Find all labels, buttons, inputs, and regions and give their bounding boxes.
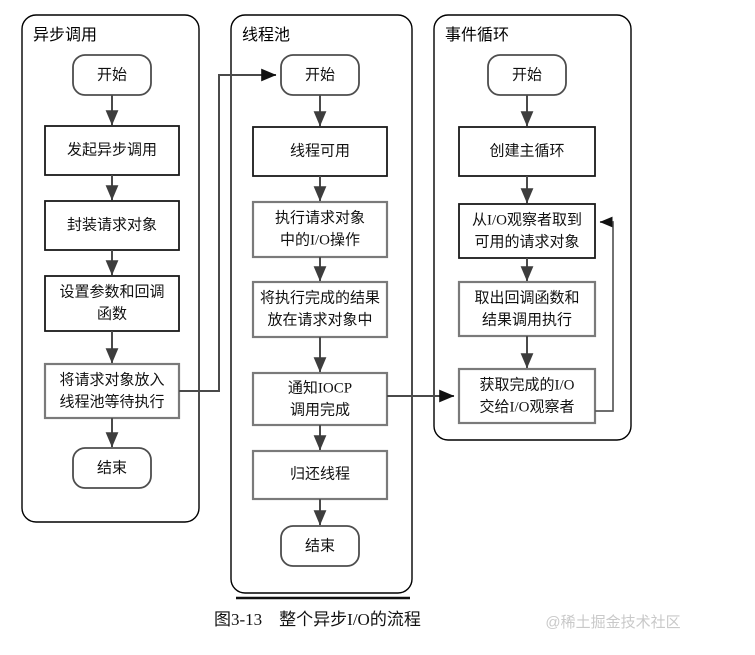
node-p3-n3-label-line2: 结果调用执行 bbox=[482, 311, 572, 328]
panel-thread-pool: 线程池 开始 线程可用 执行请求对象 中的I/O操作 bbox=[230, 14, 413, 594]
node-p2-n5-label: 归还线程 bbox=[290, 465, 350, 482]
node-p1-start[interactable]: 开始 bbox=[72, 54, 152, 96]
node-p3-start-label: 开始 bbox=[512, 66, 542, 83]
node-p3-n4[interactable]: 获取完成的I/O 交给I/O观察者 bbox=[457, 367, 597, 425]
panel-async-call-title: 异步调用 bbox=[33, 26, 97, 44]
node-p3-start[interactable]: 开始 bbox=[487, 54, 567, 96]
watermark-text: @稀土掘金技术社区 bbox=[545, 614, 680, 631]
panel-async-call: 异步调用 开始 发起异步调用 封装请求对象 设置参数和回调 bbox=[21, 14, 200, 523]
node-p1-n4-label-line2: 线程池等待执行 bbox=[59, 392, 164, 410]
node-p2-n3-label-line1: 将执行完成的结果 bbox=[260, 289, 380, 306]
node-p3-n4-shape[interactable] bbox=[457, 367, 597, 425]
node-p3-n1-label: 创建主循环 bbox=[489, 142, 564, 159]
node-p2-start[interactable]: 开始 bbox=[280, 54, 360, 96]
node-p2-n3[interactable]: 将执行完成的结果 放在请求对象中 bbox=[251, 280, 389, 339]
node-p2-n4-label-line2: 调用完成 bbox=[290, 401, 350, 418]
node-p2-n1-label: 线程可用 bbox=[290, 142, 350, 159]
node-p2-n2-label-line2: 中的I/O操作 bbox=[280, 231, 360, 248]
node-p1-n3-label-line1: 设置参数和回调 bbox=[59, 283, 164, 300]
node-p3-n3[interactable]: 取出回调函数和 结果调用执行 bbox=[457, 280, 597, 338]
node-p2-n2-label-line1: 执行请求对象 bbox=[275, 209, 365, 226]
node-p1-n2[interactable]: 封装请求对象 bbox=[44, 200, 180, 251]
node-p2-n4[interactable]: 通知IOCP 调用完成 bbox=[251, 371, 389, 427]
node-p2-n2[interactable]: 执行请求对象 中的I/O操作 bbox=[251, 200, 389, 259]
node-p1-start-label: 开始 bbox=[97, 66, 127, 83]
node-p1-n1-label: 发起异步调用 bbox=[67, 141, 157, 158]
node-p3-n3-label-line1: 取出回调函数和 bbox=[474, 289, 579, 306]
node-p1-end-label: 结束 bbox=[97, 459, 127, 476]
node-p2-n4-shape[interactable] bbox=[251, 371, 389, 427]
node-p3-n2-label-line1: 从I/O观察者取到 bbox=[472, 210, 582, 228]
node-p3-n2[interactable]: 从I/O观察者取到 可用的请求对象 bbox=[458, 203, 596, 259]
figure-caption: 图3-13 整个异步I/O的流程 bbox=[214, 610, 421, 629]
node-p3-n4-label-line1: 获取完成的I/O bbox=[480, 376, 575, 393]
node-p1-end[interactable]: 结束 bbox=[72, 447, 152, 489]
node-p2-n5-shape[interactable] bbox=[251, 449, 389, 501]
node-p1-n2-label: 封装请求对象 bbox=[67, 216, 157, 233]
node-p2-n2-shape[interactable] bbox=[251, 200, 389, 259]
node-p1-n4[interactable]: 将请求对象放入 线程池等待执行 bbox=[43, 362, 181, 420]
node-p1-n1[interactable]: 发起异步调用 bbox=[44, 125, 180, 176]
node-p2-n4-label-line1: 通知IOCP bbox=[288, 379, 352, 396]
node-p2-n3-shape[interactable] bbox=[251, 280, 389, 339]
edge-pool-dispatch bbox=[179, 68, 277, 392]
node-p2-n1[interactable]: 线程可用 bbox=[252, 126, 388, 177]
node-p1-n4-shape[interactable] bbox=[43, 362, 181, 420]
node-p1-n3[interactable]: 设置参数和回调 函数 bbox=[44, 275, 180, 332]
panel-thread-pool-title: 线程池 bbox=[242, 26, 290, 44]
node-p1-n4-label-line1: 将请求对象放入 bbox=[59, 371, 164, 388]
node-p2-n3-label-line2: 放在请求对象中 bbox=[267, 311, 372, 328]
node-p2-end[interactable]: 结束 bbox=[280, 525, 360, 567]
edge-loop-back bbox=[595, 216, 614, 412]
node-p2-n1-shape[interactable] bbox=[252, 126, 388, 177]
node-p3-n2-label-line2: 可用的请求对象 bbox=[474, 233, 579, 250]
node-p1-end-shape[interactable] bbox=[72, 447, 152, 489]
node-p2-end-label: 结束 bbox=[305, 537, 335, 554]
node-p2-start-label: 开始 bbox=[305, 66, 335, 83]
node-p3-n4-label-line2: 交给I/O观察者 bbox=[480, 397, 575, 415]
node-p3-n2-shape[interactable] bbox=[458, 203, 596, 259]
node-p2-end-shape[interactable] bbox=[280, 525, 360, 567]
panel-event-loop-title: 事件循环 bbox=[445, 26, 509, 44]
panel-event-loop: 事件循环 开始 创建主循环 从I/O观察者取到 可用的请求对象 bbox=[433, 14, 632, 441]
node-p3-n1[interactable]: 创建主循环 bbox=[458, 126, 596, 177]
node-p2-n5[interactable]: 归还线程 bbox=[251, 449, 389, 501]
node-p1-n3-label-line2: 函数 bbox=[97, 305, 127, 322]
